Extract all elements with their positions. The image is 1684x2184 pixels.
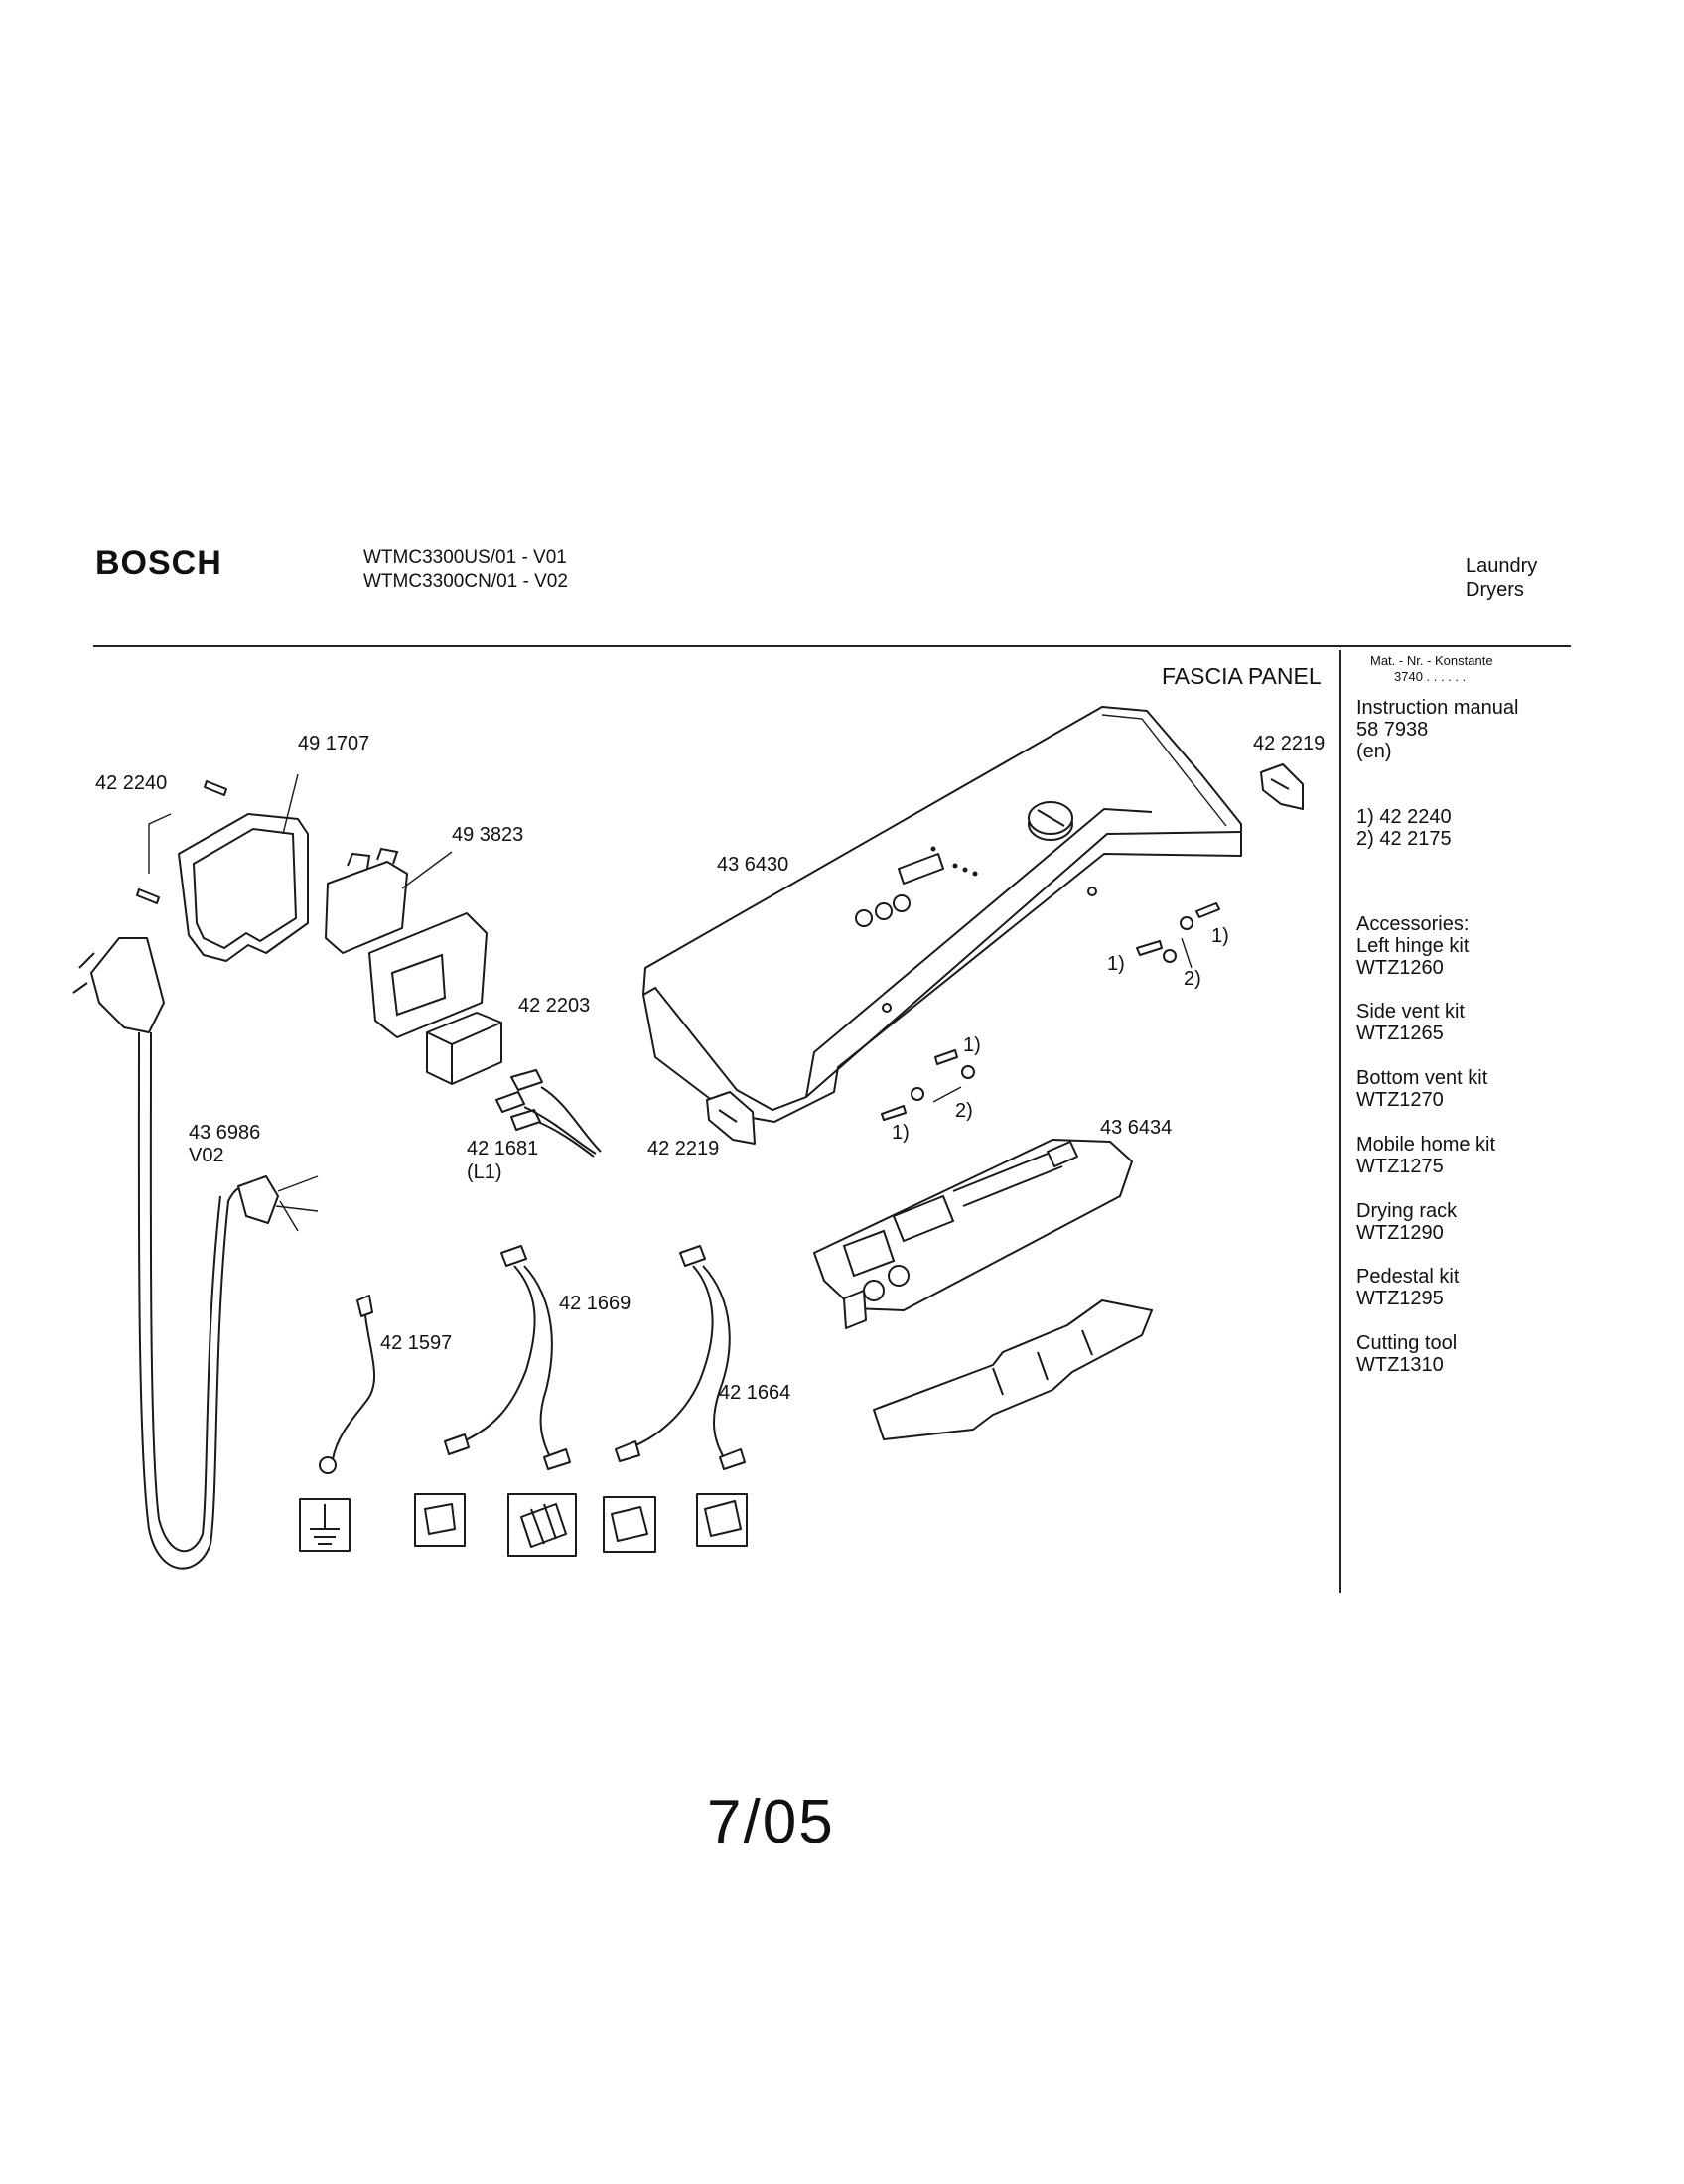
screw-note-2-top: 2)	[1184, 968, 1201, 990]
brand-logo: BOSCH	[95, 544, 222, 582]
accessory-name: Mobile home kit	[1356, 1134, 1496, 1156]
header-rule	[93, 645, 1571, 647]
screw-note-1-left: 1)	[1107, 953, 1125, 975]
mounting-rail	[873, 1299, 1153, 1440]
mat-block: Mat. - Nr. - Konstante 3740 . . . . . .	[1370, 653, 1493, 685]
accessory-code: WTZ1265	[1356, 1023, 1444, 1044]
callout-42-1597: 42 1597	[380, 1332, 453, 1354]
wire-harness-42-1669	[444, 1245, 571, 1470]
callout-43-6430: 43 6430	[717, 854, 789, 876]
manual-label: Instruction manual	[1356, 697, 1519, 719]
callout-42-1669: 42 1669	[559, 1293, 632, 1314]
wire-harness-42-1681	[495, 1069, 602, 1158]
accessory-code: WTZ1295	[1356, 1288, 1444, 1309]
terminal-box-cover	[178, 773, 309, 962]
connector-symbol-box-2	[507, 1493, 577, 1557]
connector-symbol-box-1	[414, 1493, 466, 1547]
accessory-code: WTZ1270	[1356, 1089, 1444, 1111]
callout-42-2203: 42 2203	[518, 995, 591, 1017]
model-line-1: WTMC3300US/01 - V01	[363, 547, 567, 568]
callout-43-6986: 43 6986	[189, 1122, 261, 1144]
wire-harness-42-1664	[615, 1245, 746, 1470]
screw-group-top	[1136, 902, 1220, 969]
ground-symbol-box	[299, 1498, 351, 1552]
callout-42-1664: 42 1664	[719, 1382, 791, 1404]
section-title: FASCIA PANEL	[1162, 663, 1322, 689]
model-line-2: WTMC3300CN/01 - V02	[363, 571, 568, 592]
callout-42-2219-top: 42 2219	[1253, 733, 1326, 754]
screw-note-1-bottom: 1)	[892, 1122, 910, 1144]
accessory-code: WTZ1310	[1356, 1354, 1444, 1376]
accessory-code: WTZ1290	[1356, 1222, 1444, 1244]
callout-43-6434: 43 6434	[1100, 1117, 1173, 1139]
hinge-bracket-bottom	[706, 1091, 756, 1145]
sidebar-divider	[1339, 650, 1341, 1593]
hinge-bracket-top	[1260, 763, 1304, 810]
product-category: Laundry Dryers	[1466, 554, 1537, 602]
control-module	[813, 1139, 1133, 1329]
ref-1: 1) 42 2240	[1356, 806, 1452, 828]
callout-42-1681-l1: (L1)	[467, 1161, 502, 1183]
pcb-bracket	[368, 912, 488, 1038]
ref-2: 2) 42 2175	[1356, 828, 1452, 850]
connector-symbol-box-4	[696, 1493, 748, 1547]
category-line-2: Dryers	[1466, 579, 1524, 601]
callout-49-1707: 49 1707	[298, 733, 370, 754]
screw-note-2-bottom: 2)	[955, 1100, 973, 1122]
relay-42-2203	[426, 1012, 502, 1085]
screw-group-bottom	[881, 1049, 975, 1121]
model-numbers: WTMC3300US/01 - V01 WTMC3300CN/01 - V02	[363, 546, 568, 594]
callout-42-2219-bottom: 42 2219	[647, 1138, 720, 1160]
accessory-name: Pedestal kit	[1356, 1266, 1460, 1288]
power-cord	[72, 937, 319, 1570]
screw-42-2240	[136, 780, 227, 904]
callout-43-6986-variant: V02	[189, 1145, 224, 1166]
accessory-name: Bottom vent kit	[1356, 1067, 1488, 1089]
category-line-1: Laundry	[1466, 555, 1538, 577]
accessories-heading: Accessories:	[1356, 913, 1470, 935]
accessory-code: WTZ1275	[1356, 1156, 1444, 1177]
screw-note-1-top: 1)	[1211, 925, 1229, 947]
callout-49-3823: 49 3823	[452, 824, 524, 846]
fascia-panel	[642, 706, 1242, 1123]
screw-note-1-mid: 1)	[963, 1034, 981, 1056]
door-switch	[325, 847, 453, 954]
accessory-name: Cutting tool	[1356, 1332, 1458, 1354]
accessory-name: Left hinge kit	[1356, 935, 1470, 957]
callout-42-1681: 42 1681	[467, 1138, 539, 1160]
manual-number: 58 7938	[1356, 719, 1429, 741]
ground-wire	[319, 1295, 375, 1474]
accessory-name: Side vent kit	[1356, 1001, 1465, 1023]
callout-42-2240: 42 2240	[95, 772, 168, 794]
connector-symbol-box-3	[603, 1496, 656, 1553]
mat-line-2: 3740 . . . . . .	[1394, 669, 1467, 684]
accessory-name: Drying rack	[1356, 1200, 1458, 1222]
page-number: 7/05	[707, 1788, 835, 1856]
mat-line-1: Mat. - Nr. - Konstante	[1370, 653, 1493, 668]
accessory-code: WTZ1260	[1356, 957, 1444, 979]
manual-lang: (en)	[1356, 741, 1392, 762]
